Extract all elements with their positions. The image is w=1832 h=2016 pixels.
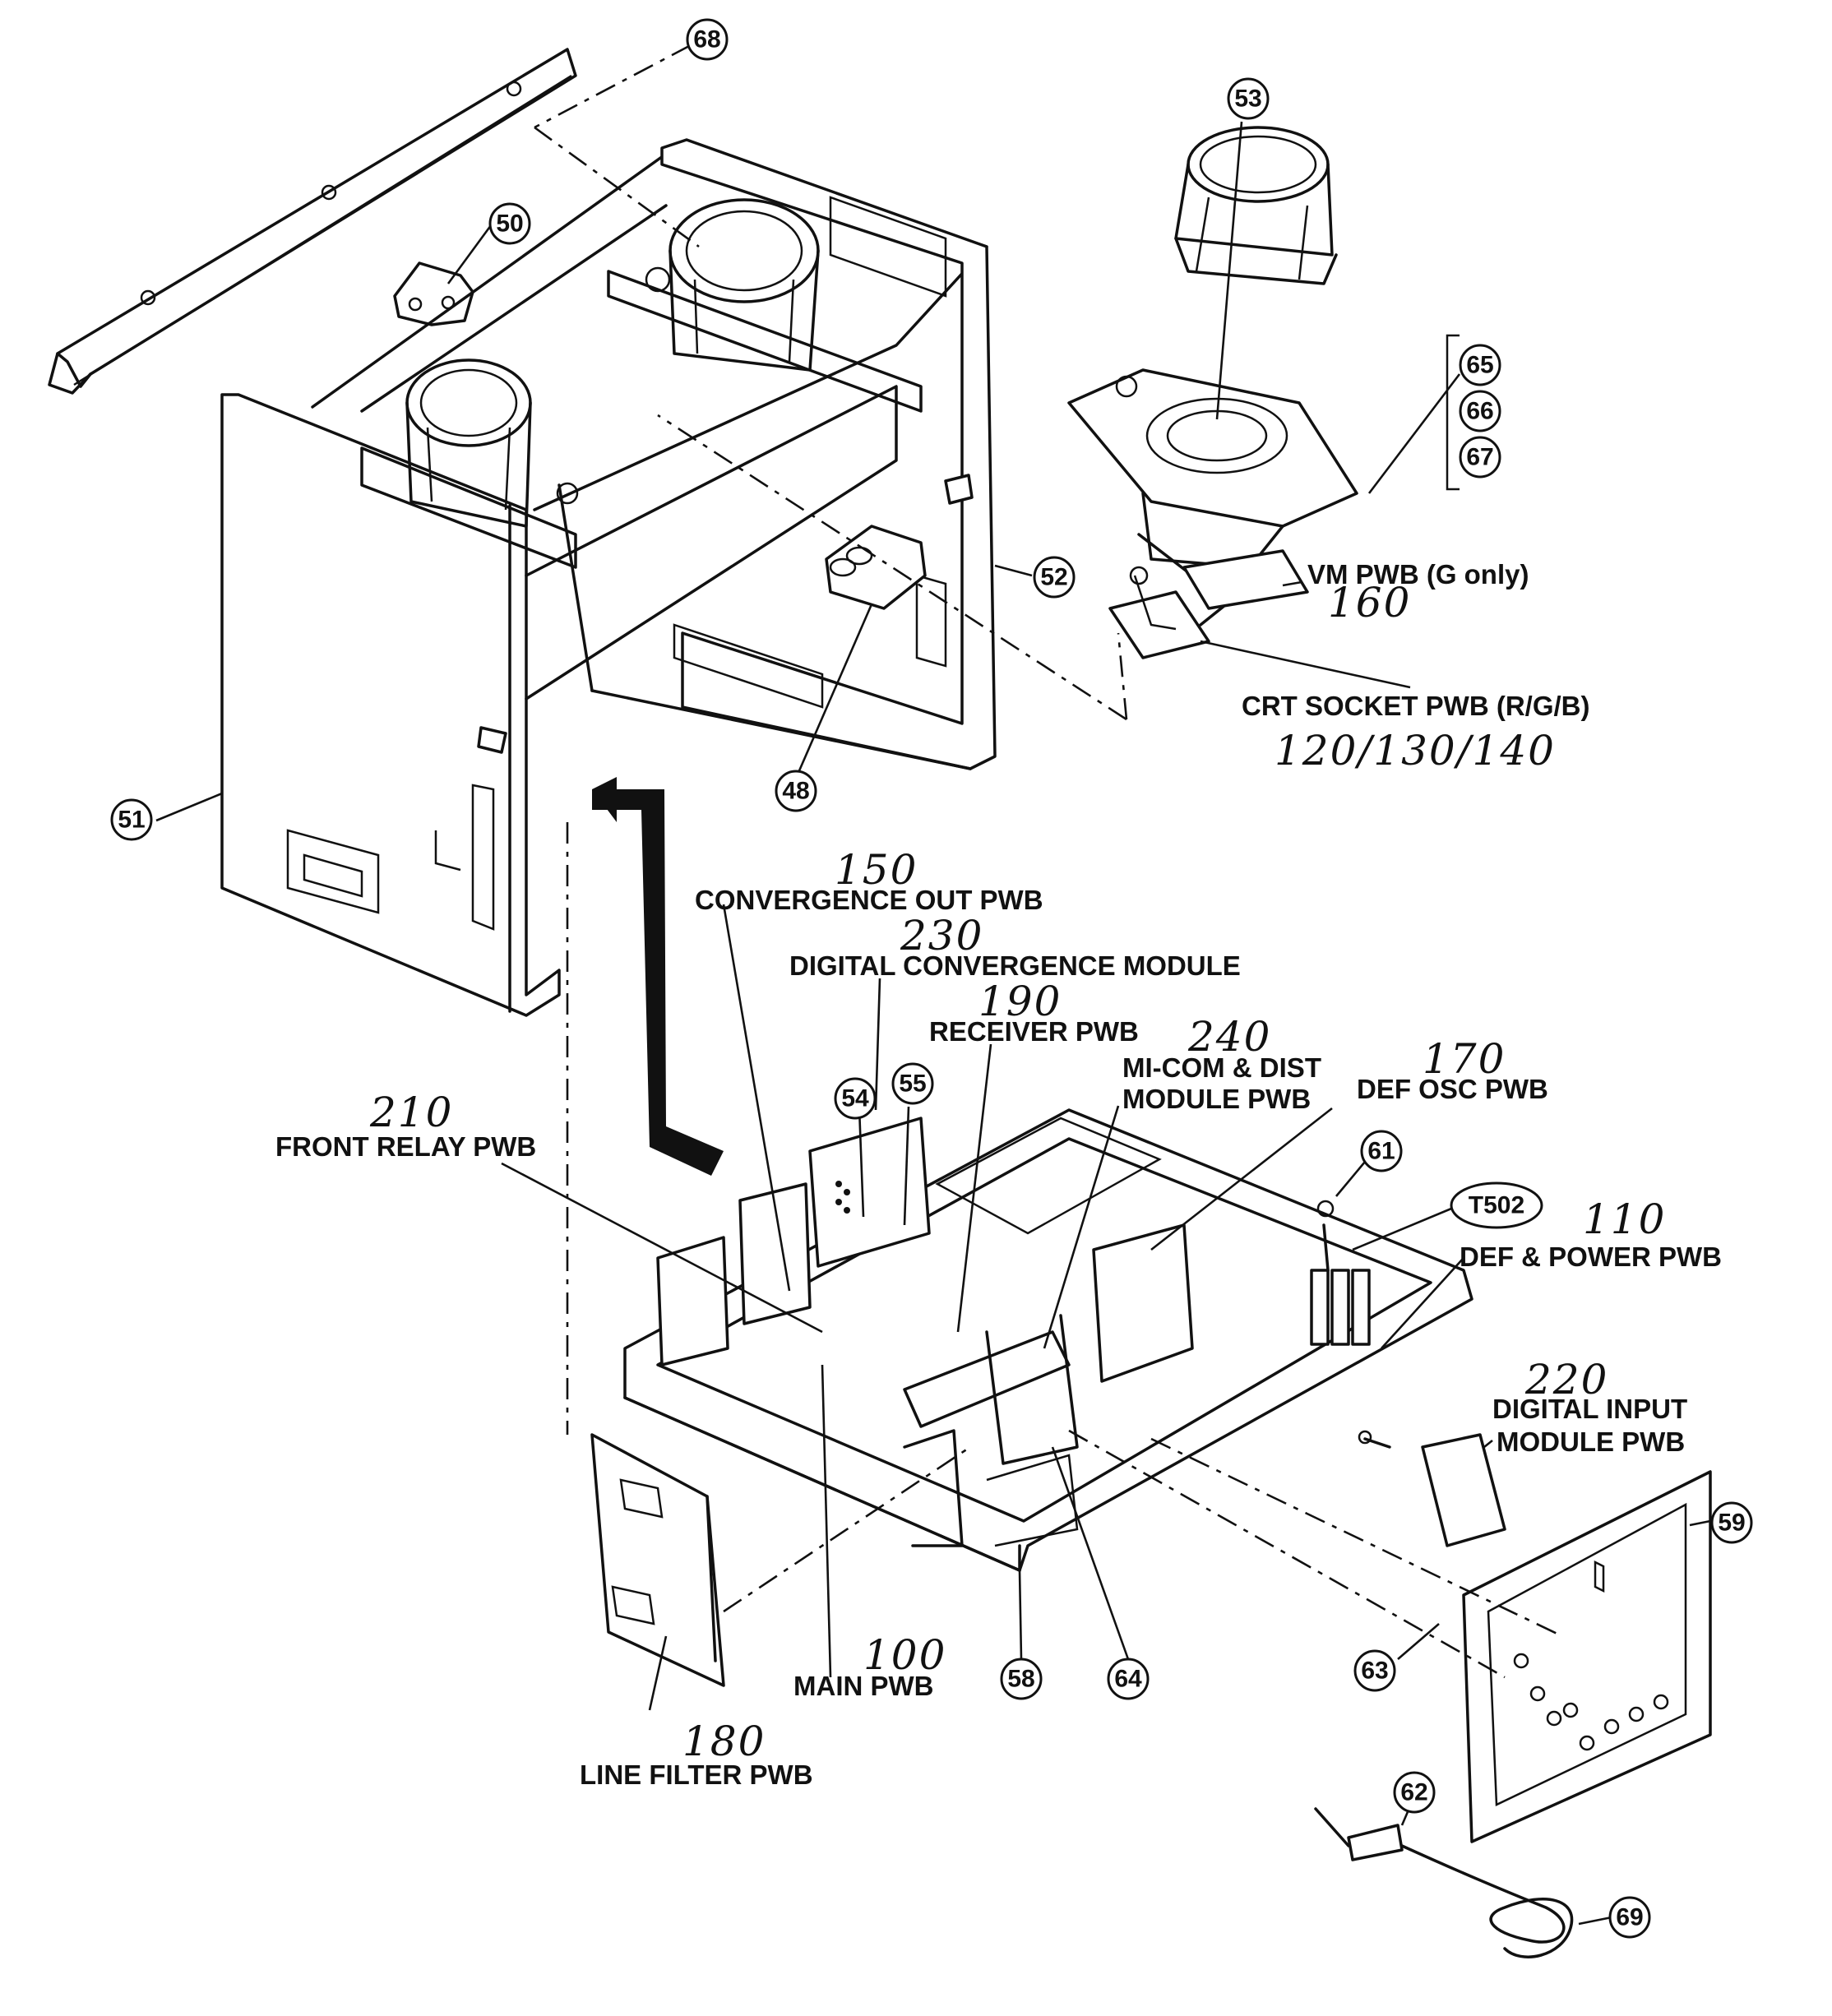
svg-text:69: 69 [1616,1904,1643,1931]
svg-text:170: 170 [1423,1035,1506,1083]
part-50-bracket [393,261,474,326]
callout-65: 65 [1459,344,1501,386]
svg-text:240: 240 [1187,1013,1271,1061]
callout-69: 69 [1608,1896,1651,1939]
assembly-direction-arrow [592,777,724,1176]
svg-text:DEF & POWER PWB: DEF & POWER PWB [1460,1242,1722,1272]
svg-text:67: 67 [1466,444,1493,471]
crt-tube-left [360,358,579,569]
svg-text:210: 210 [369,1089,453,1136]
label-convergence-out-pwb: 150 CONVERGENCE OUT PWB [695,846,1043,915]
svg-text:LINE FILTER PWB: LINE FILTER PWB [580,1759,813,1790]
label-def-power-pwb: 110 DEF & POWER PWB [1460,1195,1722,1272]
svg-text:MI-COM & DIST: MI-COM & DIST [1122,1052,1321,1083]
svg-text:100: 100 [863,1631,946,1679]
svg-text:MODULE PWB: MODULE PWB [1122,1084,1311,1114]
svg-text:54: 54 [841,1085,869,1112]
crt-socket-board [1108,566,1210,659]
svg-text:58: 58 [1007,1666,1034,1693]
svg-text:190: 190 [978,978,1062,1025]
svg-text:50: 50 [496,210,523,238]
label-digital-input-module: 220 DIGITAL INPUT MODULE PWB [1492,1356,1687,1457]
power-cord [1314,1807,1574,1958]
svg-text:120/130/140: 120/130/140 [1275,727,1556,774]
svg-text:230: 230 [900,912,983,959]
callout-55: 55 [891,1062,934,1105]
crt-frame-assembly [220,138,997,1017]
callout-64: 64 [1107,1658,1150,1700]
crt-tube-right [607,198,923,413]
svg-text:62: 62 [1400,1779,1427,1806]
label-micom-dist-module: 240 MI-COM & DIST MODULE PWB [1122,1013,1321,1114]
label-receiver-pwb: 190 RECEIVER PWB [929,978,1139,1047]
rear-terminal-panel [1462,1470,1712,1843]
label-line-filter-pwb: 180 LINE FILTER PWB [580,1718,813,1790]
svg-text:66: 66 [1466,398,1493,425]
callout-51: 51 [110,798,153,841]
svg-text:DIGITAL CONVERGENCE MODULE: DIGITAL CONVERGENCE MODULE [789,950,1241,981]
label-front-relay-pwb: 210 FRONT RELAY PWB [275,1089,536,1162]
part-48-connector [825,525,927,610]
svg-text:DEF OSC PWB: DEF OSC PWB [1357,1074,1548,1104]
callout-66: 66 [1459,390,1501,432]
line-filter-board [590,1433,725,1687]
callout-50: 50 [488,202,531,245]
callout-67: 67 [1459,436,1501,479]
callout-59: 59 [1710,1501,1753,1544]
svg-text:53: 53 [1234,86,1261,113]
svg-text:55: 55 [899,1070,926,1098]
callout-54: 54 [834,1077,877,1120]
svg-text:51: 51 [118,807,145,834]
svg-text:DIGITAL INPUT: DIGITAL INPUT [1492,1394,1687,1424]
svg-text:CRT SOCKET PWB (R/G/B): CRT SOCKET PWB (R/G/B) [1242,691,1589,721]
svg-text:220: 220 [1524,1356,1608,1403]
dc-module-dots [835,1181,850,1214]
svg-text:RECEIVER PWB: RECEIVER PWB [929,1016,1139,1047]
callout-62: 62 [1393,1771,1436,1814]
svg-text:FRONT RELAY PWB: FRONT RELAY PWB [275,1131,536,1162]
main-chassis-tray [623,1108,1473,1572]
svg-text:MAIN PWB: MAIN PWB [793,1671,933,1701]
svg-text:MODULE PWB: MODULE PWB [1497,1426,1685,1457]
svg-text:T502: T502 [1469,1192,1524,1219]
label-def-osc-pwb: 170 DEF OSC PWB [1357,1035,1548,1104]
label-vm-pwb: VM PWB (G only) 160 [1307,559,1529,627]
svg-text:CONVERGENCE OUT PWB: CONVERGENCE OUT PWB [695,885,1043,915]
callout-52: 52 [1033,556,1076,599]
rear-panel-jacks [1513,1653,1669,1751]
svg-text:63: 63 [1361,1658,1388,1685]
callout-48: 48 [775,770,817,812]
svg-text:110: 110 [1583,1195,1666,1243]
label-crt-socket-pwb: CRT SOCKET PWB (R/G/B) 120/130/140 [1242,691,1589,774]
svg-text:VM PWB (G only): VM PWB (G only) [1307,559,1529,590]
callout-53: 53 [1227,77,1270,120]
svg-text:150: 150 [835,846,918,894]
label-main-pwb: 100 MAIN PWB [793,1631,946,1701]
svg-text:65: 65 [1466,352,1493,379]
label-digital-convergence-module: 230 DIGITAL CONVERGENCE MODULE [789,912,1241,981]
vm-pwb-board [1182,549,1309,610]
svg-text:180: 180 [682,1718,766,1765]
svg-text:61: 61 [1367,1138,1395,1165]
digital-input-module [1358,1430,1506,1547]
part-68-top-bracket [48,48,577,395]
svg-text:59: 59 [1718,1510,1745,1537]
svg-text:48: 48 [782,778,809,805]
def-power-capacitors [1310,1200,1371,1346]
svg-text:68: 68 [693,26,720,53]
callout-63: 63 [1353,1649,1396,1692]
callout-t502: T502 [1450,1181,1543,1229]
callout-58: 58 [1000,1658,1043,1700]
part-53-yoke-cap [1174,126,1338,285]
svg-text:160: 160 [1328,579,1411,627]
callout-68: 68 [686,18,729,61]
callout-61: 61 [1360,1130,1403,1172]
svg-text:64: 64 [1114,1666,1142,1693]
svg-text:52: 52 [1040,564,1067,591]
